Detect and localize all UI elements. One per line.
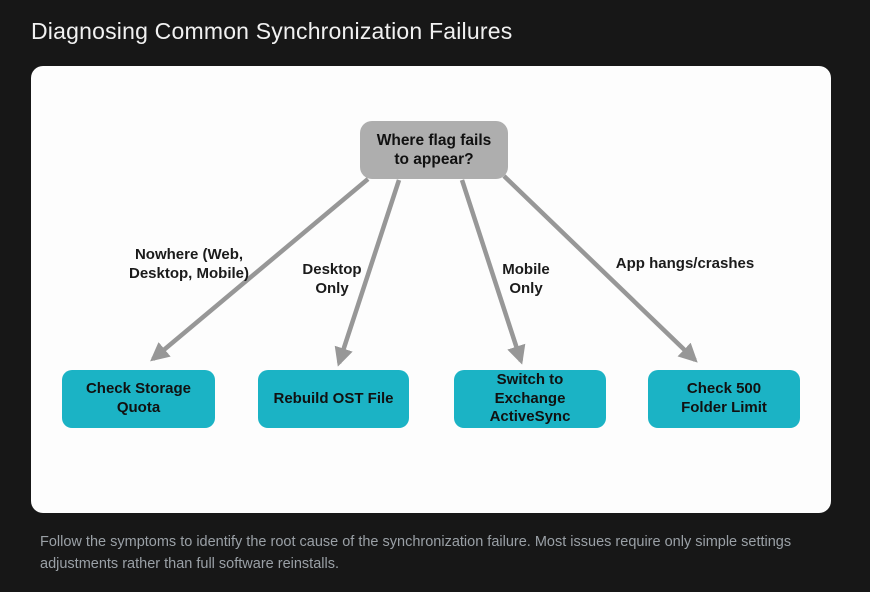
arrow-mobile-only [459,179,526,365]
action-node-rebuild-ost-file: Rebuild OST File [258,370,409,428]
page-title: Diagnosing Common Synchronization Failur… [31,18,513,44]
arrow-desktop-only [334,179,402,367]
action-node-check-storage-quota: Check Storage Quota [62,370,215,428]
action-node-exchange-activesync: Switch to Exchange ActiveSync [454,370,606,428]
arrow-layer [150,174,698,367]
arrow-nowhere [150,177,370,362]
arrow-app-hangs [502,174,698,363]
edge-label-nowhere: Nowhere (Web, Desktop, Mobile) [128,246,249,282]
action-node-folder-limit: Check 500 Folder Limit [648,370,800,428]
edge-label-desktop-only: Desktop Only [302,261,362,297]
root-question-node: Where flag fails to appear? [360,121,508,179]
edge-label-mobile-only: Mobile Only [502,261,550,297]
diagram-canvas: Where flag fails to appear? Nowhere (Web… [31,66,831,513]
page-caption: Follow the symptoms to identify the root… [40,534,792,572]
edge-label-app-hangs: App hangs/crashes [615,255,755,272]
